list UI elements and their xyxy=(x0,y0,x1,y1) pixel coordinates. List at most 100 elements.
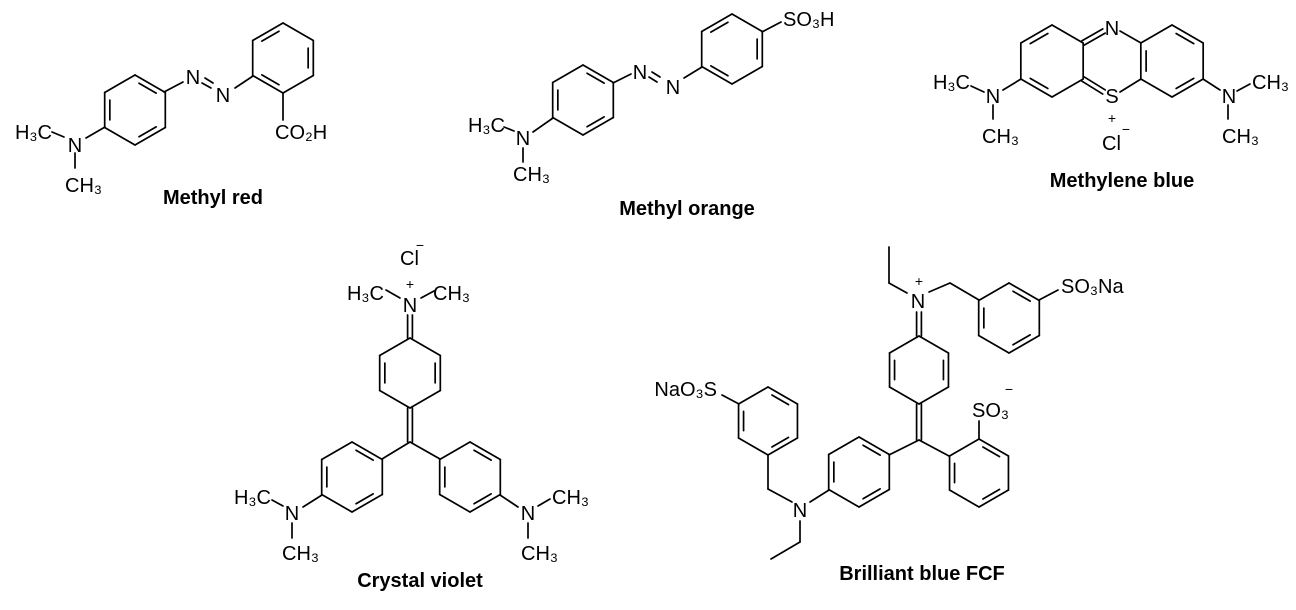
charge-minus: − xyxy=(1005,381,1013,397)
bond xyxy=(537,498,551,507)
bond xyxy=(1139,78,1173,98)
atom-label: SO₃Na xyxy=(1061,276,1124,298)
atom-label: S xyxy=(1105,86,1118,108)
bond xyxy=(378,337,411,357)
bond xyxy=(134,126,167,146)
bond xyxy=(251,22,284,42)
atom-label: N xyxy=(403,295,417,317)
atom-label: N xyxy=(633,62,647,84)
bond xyxy=(862,487,881,500)
atom-label: Cl xyxy=(1102,133,1121,155)
bond xyxy=(771,436,790,448)
bond xyxy=(977,334,1010,354)
atom-label: CH₃ xyxy=(1222,126,1259,148)
bond xyxy=(858,488,891,508)
bond xyxy=(282,74,315,94)
atom-label: N xyxy=(911,291,925,313)
bond xyxy=(982,446,1001,458)
bond xyxy=(355,492,374,505)
atom-label: H₃C xyxy=(468,115,505,137)
bond xyxy=(767,437,799,456)
bond xyxy=(503,126,515,132)
atom-label: CH₃ xyxy=(521,543,558,565)
bond xyxy=(1038,289,1059,301)
compound-name: Methyl red xyxy=(163,187,263,209)
charge-minus: − xyxy=(416,237,424,253)
atom-label: CO₂H xyxy=(275,122,327,144)
bond xyxy=(982,488,1001,500)
bond xyxy=(320,493,353,513)
bond xyxy=(970,85,985,93)
bond xyxy=(261,73,280,86)
bond xyxy=(473,449,492,462)
atom-label: N xyxy=(1105,18,1119,40)
atom-label: N xyxy=(986,86,1000,108)
compound-name: Methyl orange xyxy=(619,198,755,220)
bond xyxy=(928,282,951,293)
bond-lines xyxy=(51,13,1251,560)
bond xyxy=(948,438,980,457)
molecule-crystal-violet: Cl − + N H₃C CH₃ N H₃C CH₃ N CH₃ CH₃ Cry… xyxy=(234,237,589,592)
bond xyxy=(271,499,284,507)
bond xyxy=(1029,32,1049,45)
atom-label: CH₃ xyxy=(1252,72,1289,94)
bond xyxy=(1051,78,1085,98)
bond xyxy=(251,74,284,94)
bond xyxy=(201,82,212,89)
atom-label: CH₃ xyxy=(433,283,470,305)
bond xyxy=(1012,333,1031,346)
bond xyxy=(469,493,502,513)
charge-minus: − xyxy=(1122,121,1130,137)
atom-label: Cl xyxy=(400,248,419,270)
bond xyxy=(586,72,605,85)
atom-label: N xyxy=(68,135,82,157)
bond xyxy=(1008,334,1041,354)
atom-label: N xyxy=(666,77,680,99)
bond xyxy=(420,290,435,299)
atom-label: H₃C xyxy=(15,122,52,144)
bond xyxy=(918,386,950,405)
bond xyxy=(378,389,411,409)
charge-plus: + xyxy=(1108,110,1116,126)
bond xyxy=(858,436,891,456)
bond xyxy=(977,282,1010,302)
bond xyxy=(261,30,280,43)
bond xyxy=(771,394,790,406)
bond xyxy=(767,488,793,503)
bond xyxy=(499,494,519,508)
bond xyxy=(710,64,729,77)
bond xyxy=(302,494,323,508)
atom-label: SO₃H xyxy=(783,9,834,31)
bond xyxy=(651,71,661,78)
bond xyxy=(612,73,632,84)
bond xyxy=(721,394,740,405)
atom-label: H₃C xyxy=(933,72,970,94)
bond xyxy=(282,22,315,42)
atom-label: N xyxy=(516,128,530,150)
charge-plus: + xyxy=(406,276,414,292)
bond xyxy=(1083,76,1107,91)
bond xyxy=(862,444,881,457)
bond xyxy=(320,441,353,461)
bond xyxy=(551,64,584,84)
bond xyxy=(409,337,442,357)
bond xyxy=(731,13,764,33)
bond xyxy=(355,449,374,462)
bond xyxy=(737,386,769,405)
bond xyxy=(1029,77,1049,90)
atom-label: CH₃ xyxy=(552,487,589,509)
bond xyxy=(737,437,769,456)
bond xyxy=(103,74,136,94)
bond xyxy=(700,13,733,33)
bond xyxy=(473,492,492,505)
bond xyxy=(469,441,502,461)
bond xyxy=(1019,78,1053,98)
atom-label: H₃C xyxy=(347,283,384,305)
bond xyxy=(683,66,703,79)
bond xyxy=(731,65,764,85)
bond xyxy=(51,131,65,138)
bond xyxy=(138,82,157,95)
bond xyxy=(351,493,384,513)
bond xyxy=(888,386,920,405)
